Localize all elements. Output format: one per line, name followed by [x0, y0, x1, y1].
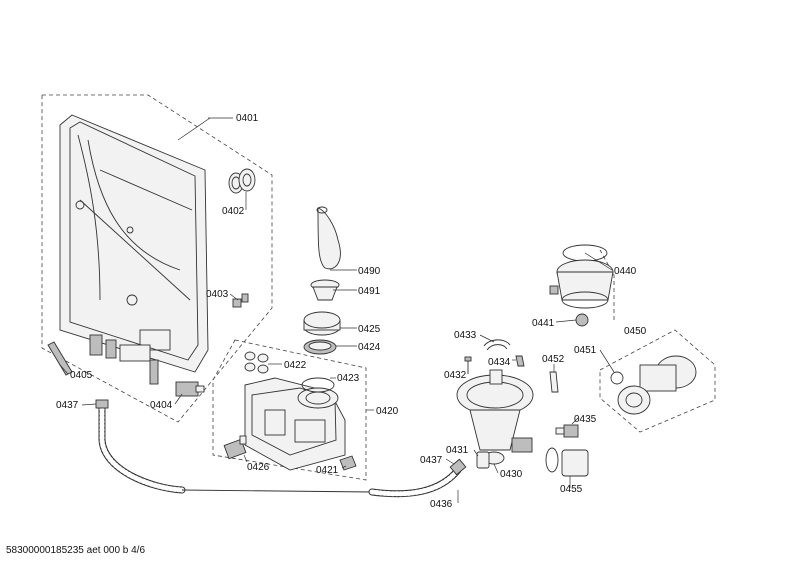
- dispenser-funnel-part: [316, 206, 341, 270]
- label-0421: 0421: [316, 465, 339, 476]
- label-0431: 0431: [446, 445, 469, 456]
- part-0455: [545, 447, 589, 477]
- document-footer: 58300000185235 aet 000 b 4/6: [6, 545, 145, 556]
- label-0437-left: 0437: [56, 400, 79, 411]
- label-0423: 0423: [337, 373, 360, 384]
- label-0403: 0403: [206, 289, 229, 300]
- drain-hose-part: [95, 399, 467, 498]
- label-0404: 0404: [150, 400, 173, 411]
- screw-0432-part: [464, 356, 472, 374]
- label-0401: 0401: [236, 113, 259, 124]
- label-0450: 0450: [624, 326, 647, 337]
- label-0435: 0435: [574, 414, 597, 425]
- valve-part: [223, 435, 247, 460]
- leader-lines: [59, 117, 615, 503]
- label-0402: 0402: [222, 206, 245, 217]
- water-softener-part: [244, 377, 346, 471]
- label-0437-right: 0437: [420, 455, 443, 466]
- seal-ring-part: [228, 168, 256, 194]
- dispenser-cap-part: [310, 279, 340, 301]
- part-0435: [555, 424, 579, 438]
- label-0422: 0422: [284, 360, 307, 371]
- label-0420: 0420: [376, 406, 399, 417]
- label-0452: 0452: [542, 354, 565, 365]
- heat-pump-part: [617, 355, 697, 415]
- label-0490: 0490: [358, 266, 381, 277]
- sensor-part: [175, 381, 205, 397]
- clip-part: [47, 341, 73, 376]
- group-outline-tub: [41, 94, 273, 423]
- clip-0433-part: [483, 339, 511, 351]
- label-0430: 0430: [500, 469, 523, 480]
- label-0432: 0432: [444, 370, 467, 381]
- label-0405: 0405: [70, 370, 93, 381]
- label-0451: 0451: [574, 345, 597, 356]
- group-outline-sump-right: [599, 249, 615, 320]
- label-0436: 0436: [430, 499, 453, 510]
- label-0491: 0491: [358, 286, 381, 297]
- softener-cap-part: [303, 311, 341, 336]
- pump-housing-part: [549, 244, 614, 309]
- part-0434: [515, 355, 525, 367]
- sump-part: [456, 369, 534, 465]
- label-0455: 0455: [560, 484, 583, 495]
- clip-0421-part: [339, 455, 357, 471]
- label-0441: 0441: [532, 318, 555, 329]
- part-0451: [610, 371, 624, 385]
- softener-seal-part: [303, 339, 337, 355]
- screw-part: [232, 293, 249, 308]
- part-0431: [476, 451, 490, 469]
- tub-part: [59, 114, 209, 385]
- small-rings-part: [244, 351, 269, 374]
- large-ring-part: [301, 377, 335, 393]
- label-0426: 0426: [247, 462, 270, 473]
- label-0434: 0434: [488, 357, 511, 368]
- group-outline-heater-pump: [599, 329, 716, 433]
- part-0452: [549, 371, 559, 393]
- part-0441: [575, 313, 589, 327]
- label-0424: 0424: [358, 342, 381, 353]
- label-0433: 0433: [454, 330, 477, 341]
- label-0440: 0440: [614, 266, 637, 277]
- label-0425: 0425: [358, 324, 381, 335]
